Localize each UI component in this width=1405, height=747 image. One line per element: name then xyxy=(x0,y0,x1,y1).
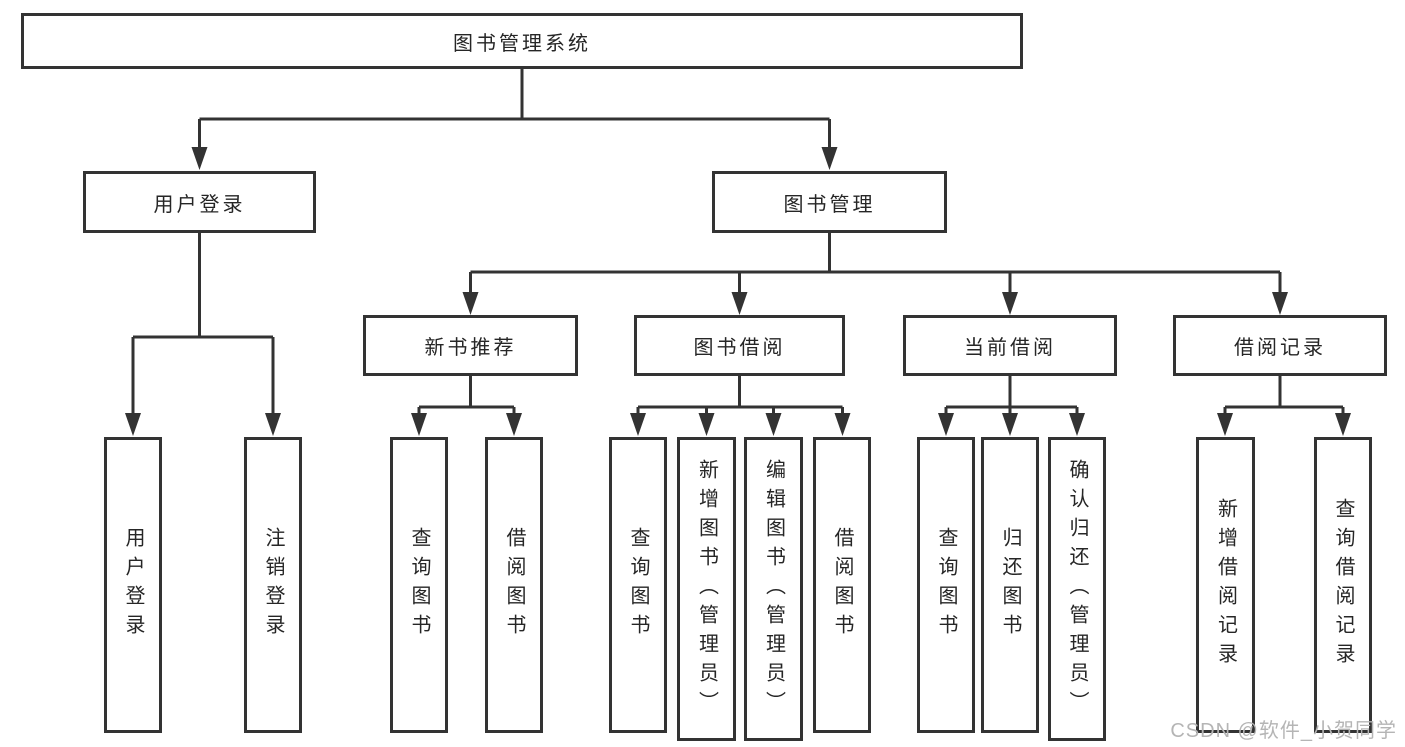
node-new-book-recommend: 新书推荐 xyxy=(363,315,578,376)
node-library-system: 图书管理系统 xyxy=(21,13,1023,69)
leaf-label: 用户登录 xyxy=(122,527,144,643)
leaf-label: 查询图书 xyxy=(408,527,430,643)
leaf-label: 编辑图书（管理员） xyxy=(762,458,785,720)
node-borrow-records: 借阅记录 xyxy=(1173,315,1387,376)
leaf-query-books: 查询图书 xyxy=(609,437,667,733)
leaf-user-login: 用户登录 xyxy=(104,437,162,733)
leaf-label: 借阅图书 xyxy=(831,527,853,643)
leaf-borrow-books: 借阅图书 xyxy=(485,437,543,733)
leaf-add-books-admin: 新增图书（管理员） xyxy=(677,437,736,741)
node-book-management: 图书管理 xyxy=(712,171,947,233)
node-user-login: 用户登录 xyxy=(83,171,316,233)
leaf-label: 查询图书 xyxy=(935,527,957,643)
leaf-label: 查询图书 xyxy=(627,527,649,643)
leaf-label: 归还图书 xyxy=(999,527,1021,643)
leaf-query-books: 查询图书 xyxy=(390,437,448,733)
leaf-confirm-return-admin: 确认归还（管理员） xyxy=(1048,437,1106,741)
node-current-borrow: 当前借阅 xyxy=(903,315,1117,376)
leaf-return-books: 归还图书 xyxy=(981,437,1039,733)
leaf-add-borrow-record: 新增借阅记录 xyxy=(1196,437,1255,733)
leaf-borrow-books: 借阅图书 xyxy=(813,437,871,733)
node-book-borrow: 图书借阅 xyxy=(634,315,845,376)
leaf-label: 注销登录 xyxy=(262,527,284,643)
leaf-label: 确认归还（管理员） xyxy=(1066,458,1088,720)
leaf-label: 新增借阅记录 xyxy=(1214,498,1237,672)
leaf-label: 查询借阅记录 xyxy=(1332,498,1354,672)
leaf-label: 新增图书（管理员） xyxy=(695,458,718,720)
leaf-query-books: 查询图书 xyxy=(917,437,975,733)
leaf-label: 借阅图书 xyxy=(503,527,525,643)
leaf-query-borrow-record: 查询借阅记录 xyxy=(1314,437,1372,733)
leaf-edit-books-admin: 编辑图书（管理员） xyxy=(744,437,803,741)
leaf-logout: 注销登录 xyxy=(244,437,302,733)
csdn-watermark: CSDN @软件_小贺同学 xyxy=(1170,720,1397,742)
